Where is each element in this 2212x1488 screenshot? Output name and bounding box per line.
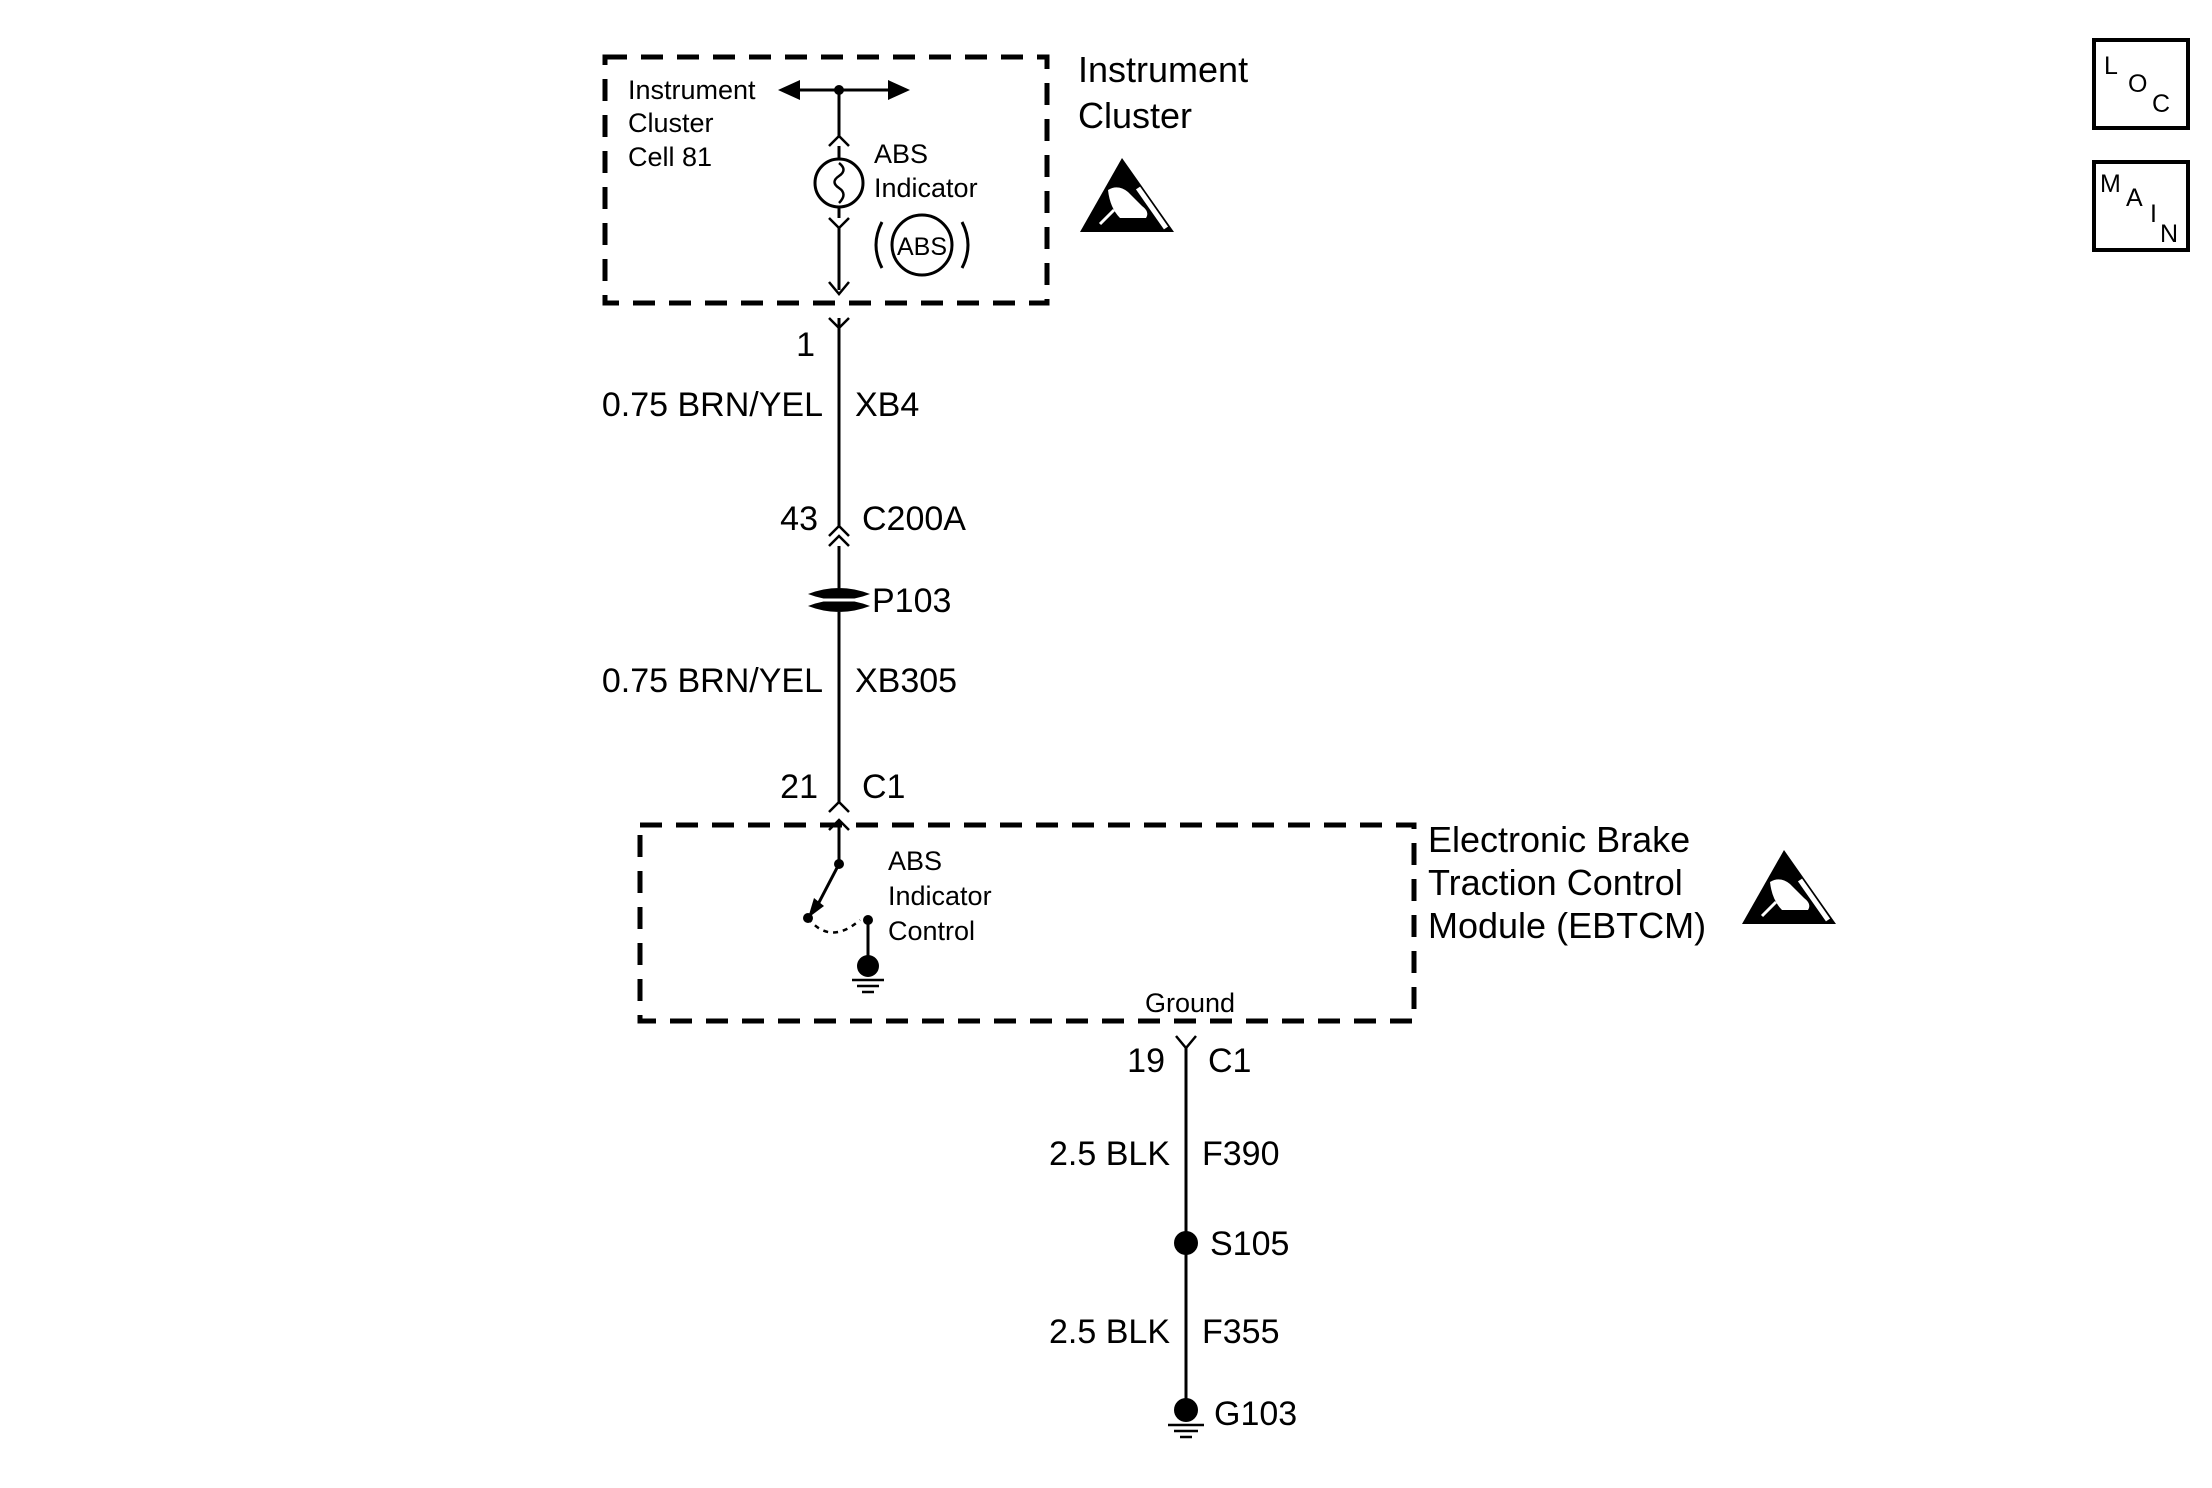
- bulb-icon: [813, 157, 865, 209]
- c1-top-pin: 21: [780, 768, 818, 806]
- main-letter-m: M: [2100, 170, 2121, 198]
- main-letter-i: I: [2150, 200, 2157, 228]
- loc-button[interactable]: L O C: [2092, 38, 2190, 130]
- wire-f355-circuit: F355: [1202, 1313, 1280, 1351]
- wire-f390-spec: 2.5 BLK: [1049, 1135, 1170, 1173]
- ebtcm-control-line3: Control: [888, 916, 975, 946]
- abs-indicator-line2: Indicator: [874, 173, 978, 203]
- c1-bottom-name: C1: [1208, 1042, 1251, 1080]
- main-letter-a: A: [2126, 184, 2143, 212]
- wire-xb4-circuit: XB4: [855, 386, 919, 424]
- esd-warning-icon: [1080, 158, 1174, 232]
- ebtcm-box: [637, 822, 1417, 1024]
- wire-xb305-circuit: XB305: [855, 662, 957, 700]
- loc-letter-o: O: [2128, 70, 2147, 98]
- data-bus-arrow-icon: [778, 80, 910, 138]
- abs-telltale-icon: ABS: [874, 213, 970, 277]
- p103-label: P103: [872, 582, 951, 620]
- ebtcm-title-line2: Traction Control: [1428, 862, 1683, 903]
- c200a-chevron-lower: [828, 534, 850, 547]
- instrument-cluster-title-line2: Cluster: [1078, 95, 1192, 136]
- loc-letter-c: C: [2152, 90, 2170, 118]
- cluster-cell-line3: Cell 81: [628, 142, 712, 172]
- c1-top-chevron: [828, 800, 850, 813]
- main-button[interactable]: M A I N: [2092, 160, 2190, 252]
- main-letter-n: N: [2160, 220, 2178, 248]
- passthrough-icon: [808, 588, 870, 612]
- wire-f390-circuit: F390: [1202, 1135, 1280, 1173]
- esd-warning-icon: [1742, 850, 1836, 924]
- cluster-pin-chevron-lower: [828, 217, 850, 230]
- ebtcm-control-line1: ABS: [888, 846, 942, 876]
- cluster-cell-line1: Instrument: [628, 75, 756, 105]
- splice-icon: [1174, 1231, 1198, 1255]
- g103-label: G103: [1214, 1395, 1297, 1433]
- c200a-chevron-upper: [828, 524, 850, 537]
- instrument-cluster-box: [602, 54, 1050, 306]
- ebtcm-control-line2: Indicator: [888, 881, 992, 911]
- ebtcm-ground-label: Ground: [1145, 988, 1235, 1018]
- cluster-cell-line2: Cluster: [628, 108, 714, 138]
- wire-xb4-spec: 0.75 BRN/YEL: [602, 386, 823, 424]
- c200a-name: C200A: [862, 500, 966, 538]
- c200a-pin: 43: [780, 500, 818, 538]
- ebtcm-title-line1: Electronic Brake: [1428, 819, 1690, 860]
- abs-telltale-text: ABS: [897, 233, 947, 261]
- cluster-pin-chevron: [828, 134, 850, 147]
- switch-icon: [803, 859, 873, 956]
- abs-indicator-line1: ABS: [874, 139, 928, 169]
- loc-letter-l: L: [2104, 52, 2118, 80]
- instrument-cluster-title-line1: Instrument: [1078, 49, 1248, 90]
- splice-label: S105: [1210, 1225, 1289, 1263]
- c1-top-name: C1: [862, 768, 905, 806]
- ground-icon: [852, 955, 884, 994]
- wire-f355-spec: 2.5 BLK: [1049, 1313, 1170, 1351]
- pin-1-label: 1: [796, 326, 815, 364]
- c1-bottom-pin: 19: [1127, 1042, 1165, 1080]
- wire-xb305-spec: 0.75 BRN/YEL: [602, 662, 823, 700]
- ebtcm-title-line3: Module (EBTCM): [1428, 905, 1706, 946]
- c1-bottom-chevron: [1175, 1035, 1197, 1050]
- ground-icon: [1168, 1398, 1204, 1439]
